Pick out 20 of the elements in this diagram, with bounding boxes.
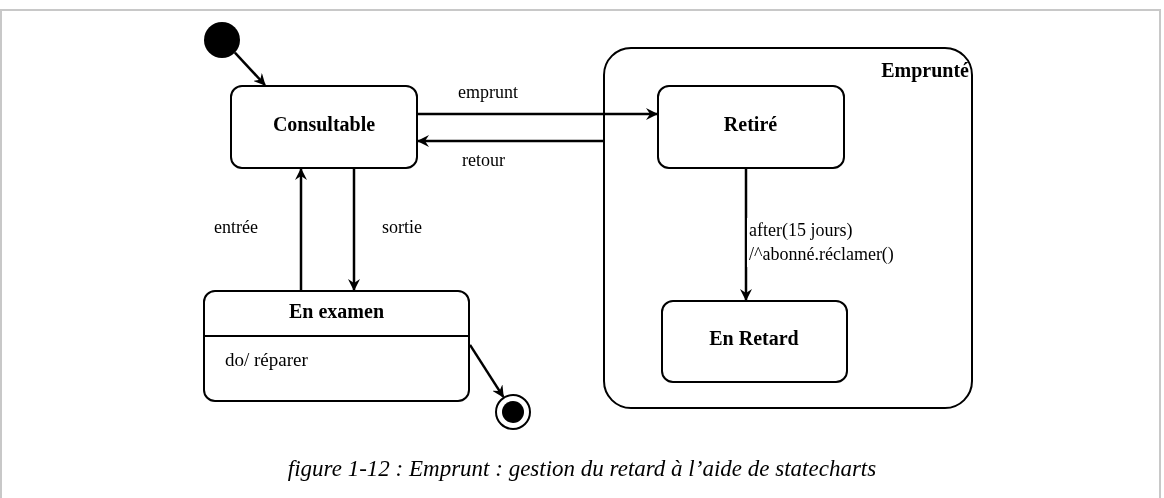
final-state xyxy=(495,394,531,430)
figure-caption: figure 1-12 : Emprunt : gestion du retard à l’aide de statecharts xyxy=(286,456,878,482)
state-box xyxy=(203,290,470,402)
transition-arrow xyxy=(295,168,307,290)
state-name: Consultable xyxy=(271,113,377,136)
state-name: En examen xyxy=(288,300,385,323)
transition-arrow xyxy=(418,108,658,120)
state-name: Retiré xyxy=(722,112,779,136)
initial-state xyxy=(204,22,240,58)
transition-arrow xyxy=(740,169,752,301)
state-name: En Retard xyxy=(708,327,800,350)
transition-arrow xyxy=(348,169,360,291)
state-box xyxy=(660,299,848,383)
state-activity: do/ réparer xyxy=(225,349,308,371)
state-title: Emprunté xyxy=(881,59,969,82)
state-box xyxy=(656,84,845,169)
transition-arrow xyxy=(417,135,603,147)
transition-arrow xyxy=(233,51,266,86)
state-box xyxy=(230,85,418,169)
transition-arrow xyxy=(468,344,505,398)
